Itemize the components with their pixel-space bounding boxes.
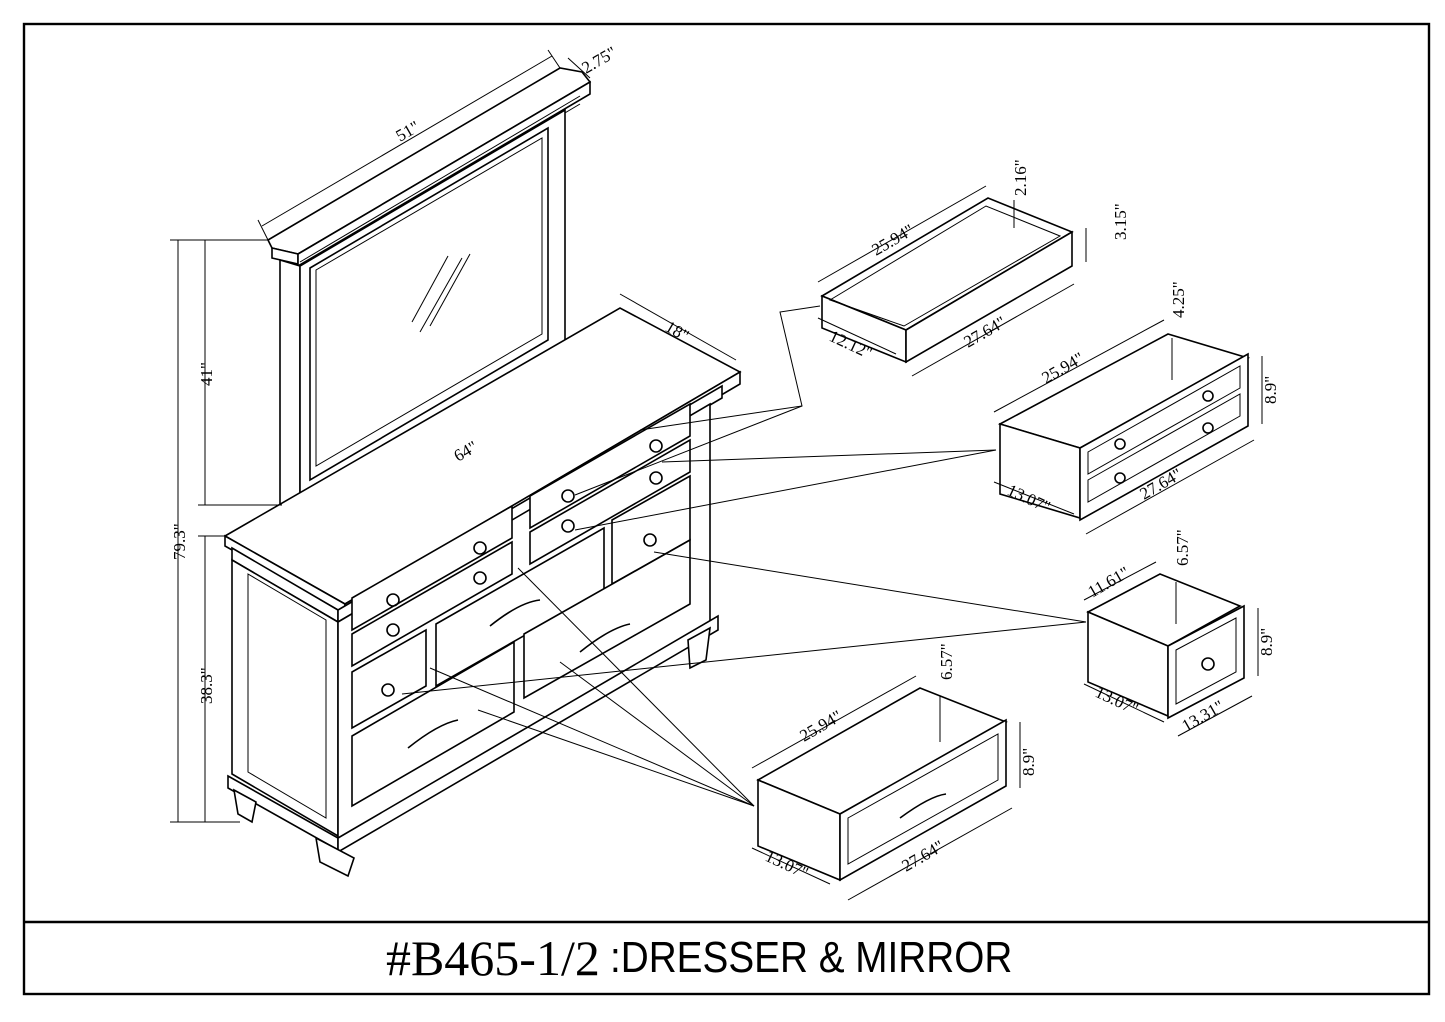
mirror (266, 67, 592, 514)
drawer-top-front-height-label: 3.15" (1111, 203, 1130, 240)
dimension-lines (170, 49, 1263, 901)
model-code: #B465-1/2 (385, 930, 600, 986)
drawing-border (22, 22, 1431, 996)
overall-height-label: 79.3" (170, 523, 189, 560)
dresser-height-label: 38.3" (197, 667, 216, 704)
drawer-double-detail (997, 333, 1251, 522)
drawer-small-inner-height-label: 6.57" (1173, 529, 1192, 566)
leader-lines (401, 305, 1087, 807)
drawer-top-inner-height-label: 2.16" (1011, 159, 1030, 196)
drawer-double-inner-height-label: 4.25" (1169, 281, 1188, 318)
mirror-height-label: 41" (197, 362, 216, 386)
drawer-small-front-height-label: 8.9" (1257, 628, 1276, 656)
drawer-top-detail (820, 197, 1074, 364)
drawer-large-inner-height-label: 6.57" (937, 643, 956, 680)
drawer-small-detail (1086, 573, 1245, 720)
product-description: :DRESSER & MIRROR (609, 933, 1013, 982)
title-block: #B465-1/2 :DRESSER & MIRROR (24, 922, 1429, 994)
mirror-depth-label: 2.75" (579, 43, 620, 78)
drawer-large-front-height-label: 8.9" (1019, 748, 1038, 776)
drawer-double-front-height-label: 8.9" (1261, 376, 1280, 404)
mirror-width-label: 51" (393, 117, 423, 145)
drawer-large-detail (756, 687, 1008, 882)
dresser (223, 307, 742, 878)
